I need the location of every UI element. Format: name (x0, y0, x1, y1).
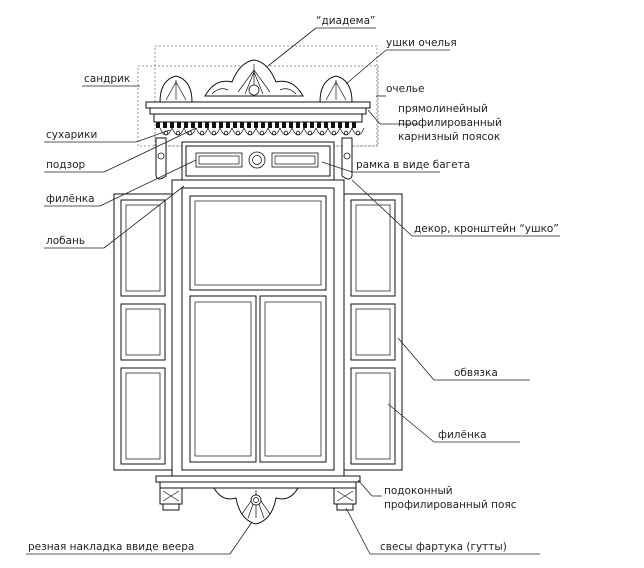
dentil (310, 122, 314, 128)
label-suhariki: сухарики (46, 129, 97, 141)
dentil (324, 122, 328, 128)
dentil (247, 122, 251, 128)
dentil (289, 122, 293, 128)
label-ushki-ochelya: ушки очелья (386, 37, 457, 49)
dentil (282, 122, 286, 128)
label-filenka-left: филёнка (46, 193, 95, 205)
dentil (275, 122, 279, 128)
podzor-hole (343, 130, 349, 136)
label-obvyazka: обвязка (454, 367, 498, 379)
label-rieznaya: резная накладка ввиде веера (28, 541, 194, 553)
window-body (171, 179, 345, 477)
podzor-hole (199, 130, 205, 136)
dentil (296, 122, 300, 128)
podzor-hole (355, 130, 361, 136)
label-ramka: рамка в виде багета (356, 159, 470, 171)
dentil (205, 122, 209, 128)
bracket-ushko-left (155, 137, 167, 180)
guttae-left (159, 487, 183, 511)
dentil (261, 122, 265, 128)
dentil (240, 122, 244, 128)
ushki-ochelya-right (319, 75, 353, 103)
cornice-band (145, 101, 371, 123)
loban-frieze (181, 141, 335, 181)
dentil (184, 122, 188, 128)
podzor-hole (307, 130, 313, 136)
dentil (219, 122, 223, 128)
dentil (254, 122, 258, 128)
dentil (177, 122, 181, 128)
podzor-hole (223, 130, 229, 136)
label-podokonny-line2: профилированный пояс (384, 499, 517, 511)
label-karniz-line3: карнизный поясок (398, 131, 500, 143)
leader-lines (26, 27, 560, 555)
podzor-hole (235, 130, 241, 136)
podzor-hole (211, 130, 217, 136)
dentil (345, 122, 349, 128)
sill-band (155, 475, 361, 489)
label-karniz-line1: прямолинейный (398, 103, 488, 115)
bracket-ushko-right (341, 137, 353, 180)
label-sandrik: сандрик (84, 73, 130, 85)
dentil (212, 122, 216, 128)
label-svesy: свесы фартука (гутты) (380, 541, 507, 553)
shutter-left (113, 193, 173, 471)
dentil (338, 122, 342, 128)
label-podzor: подзор (46, 159, 86, 171)
dentil (191, 122, 195, 128)
shutter-right (343, 193, 403, 471)
dentil (268, 122, 272, 128)
label-loban: лобань (46, 235, 85, 247)
podzor-hole (271, 130, 277, 136)
suhariki-dentils (156, 122, 356, 128)
label-filenka-right: филёнка (438, 429, 487, 441)
guttae-right (333, 487, 357, 511)
label-diadema: “диадема” (316, 15, 375, 27)
ushki-ochelya-left (159, 75, 193, 103)
podzor-valance (159, 127, 365, 136)
podzor-hole (295, 130, 301, 136)
podzor-hole (283, 130, 289, 136)
label-ochelye: очелье (386, 83, 424, 95)
diadema-crest (204, 59, 304, 97)
dentil (331, 122, 335, 128)
dentil (170, 122, 174, 128)
dentil (352, 122, 356, 128)
label-dekor: декор, кронштейн “ушко” (414, 223, 559, 235)
fan-carved-overlay (213, 487, 299, 525)
label-podokonny-line1: подоконный (384, 485, 453, 497)
dentil (163, 122, 167, 128)
podzor-hole (247, 130, 253, 136)
dentil (233, 122, 237, 128)
podzor-hole (319, 130, 325, 136)
dentil (226, 122, 230, 128)
podzor-hole (331, 130, 337, 136)
dentil (317, 122, 321, 128)
podzor-hole (259, 130, 265, 136)
dentil (156, 122, 160, 128)
label-karniz-line2: профилированный (398, 117, 502, 129)
dentil (303, 122, 307, 128)
dentil (198, 122, 202, 128)
podzor-hole (175, 130, 181, 136)
